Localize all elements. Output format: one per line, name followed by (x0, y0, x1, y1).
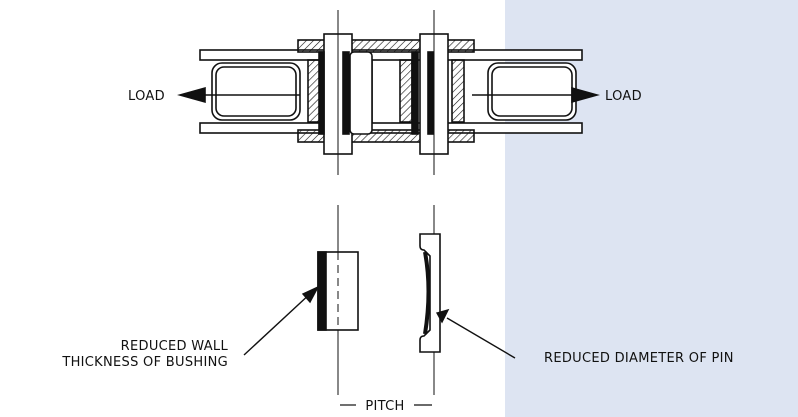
bushing-detail (317, 251, 359, 331)
wear-zone-2 (342, 51, 350, 135)
roller-left-inner (215, 66, 297, 117)
pin-label: REDUCED DIAMETER OF PIN (544, 351, 734, 366)
chain-assembly (199, 10, 583, 395)
bushing-label-line2: THICKNESS OF BUSHING (61, 355, 228, 370)
roller-right (487, 62, 577, 121)
load-arrow-left-head (177, 86, 206, 104)
roller-left (211, 62, 301, 121)
wear-zone-3 (411, 51, 419, 135)
pitch-label: PITCH (365, 399, 404, 414)
bushing-leader (243, 291, 313, 356)
pin-detail (419, 233, 441, 353)
bushing-leader-head (301, 285, 320, 304)
wear-zone-1 (318, 51, 325, 135)
wear-zone-4 (427, 51, 434, 135)
load-arrows (177, 86, 600, 104)
bushing-detail-worn-wall (317, 251, 327, 331)
load-left-label: LOAD (128, 89, 165, 104)
load-right-label: LOAD (605, 89, 642, 104)
load-arrow-right-head (571, 86, 600, 104)
leaders (243, 285, 516, 359)
bushing-4 (451, 59, 465, 123)
pin-leader-head (435, 308, 450, 324)
inner-roller (349, 51, 373, 135)
bushing-label-line1: REDUCED WALL (121, 339, 229, 354)
pin-detail-worn-surface (423, 251, 431, 335)
pin-leader (446, 317, 516, 359)
bushing-3 (399, 59, 413, 123)
